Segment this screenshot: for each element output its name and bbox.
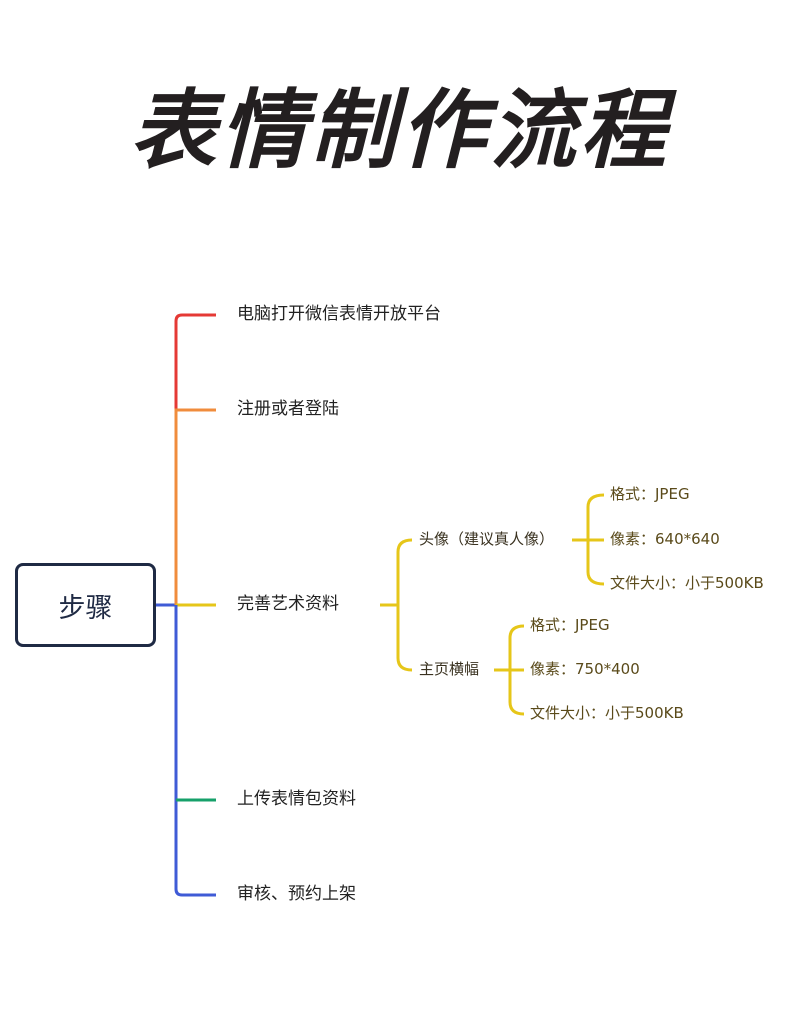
leaf-avatar-pixels: 像素：640*640 bbox=[610, 530, 720, 548]
leaf-avatar-filesize: 文件大小：小于500KB bbox=[610, 574, 764, 592]
trunk-blue bbox=[174, 605, 216, 897]
step-node-upload: 上传表情包资料 bbox=[237, 789, 356, 809]
step-node-register: 注册或者登陆 bbox=[237, 399, 339, 419]
leaf-banner-pixels: 像素：750*400 bbox=[530, 660, 640, 678]
trunk-red bbox=[174, 313, 216, 410]
leaf-banner-format: 格式：JPEG bbox=[530, 616, 610, 634]
step-node-complete-profile: 完善艺术资料 bbox=[237, 594, 339, 614]
step-node-open-platform: 电脑打开微信表情开放平台 bbox=[237, 304, 441, 324]
trunk-orange bbox=[174, 408, 216, 605]
root-label: 步骤 bbox=[58, 592, 113, 624]
step-node-review: 审核、预约上架 bbox=[237, 884, 356, 904]
leaf-avatar-format: 格式：JPEG bbox=[610, 485, 690, 503]
root-node: 步骤 bbox=[15, 563, 156, 647]
sub-node-banner: 主页横幅 bbox=[419, 660, 480, 678]
leaf-banner-filesize: 文件大小：小于500KB bbox=[530, 704, 684, 722]
page-title: 表情制作流程 bbox=[130, 81, 670, 181]
sub-node-avatar: 头像（建议真人像） bbox=[419, 530, 555, 548]
